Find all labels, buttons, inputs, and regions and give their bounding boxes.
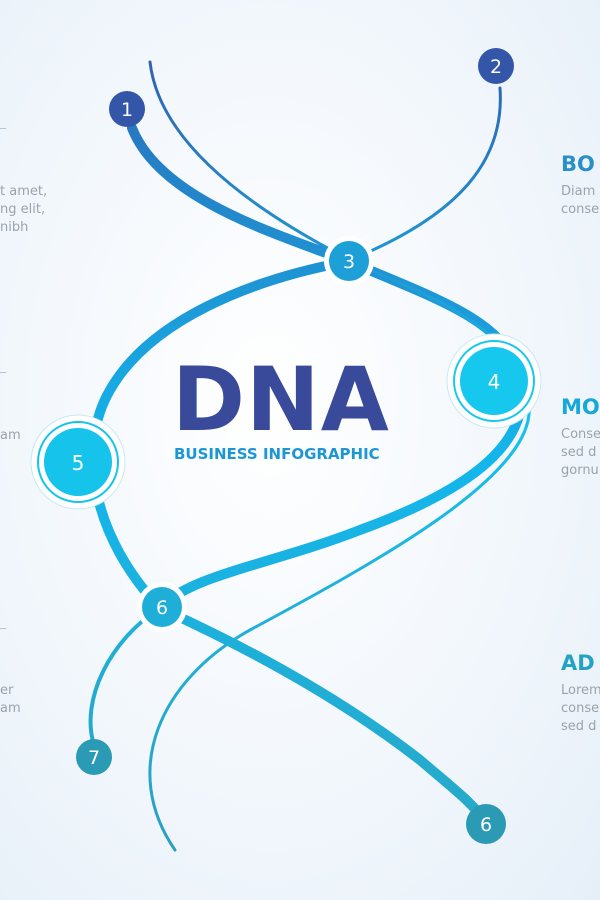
right-heading-3: AD	[561, 651, 595, 675]
strand-a	[127, 123, 528, 827]
left-text-2-line-1: am	[0, 428, 21, 443]
right-heading-2: MO	[561, 395, 600, 419]
strand-a-thin	[148, 60, 531, 852]
left-text-3-line-1: er	[0, 683, 14, 698]
svg-text:6: 6	[480, 814, 492, 836]
strand-b-thin	[348, 86, 502, 262]
strand-b	[87, 257, 350, 613]
right-heading-1: BO	[561, 152, 595, 176]
svg-text:4: 4	[488, 370, 501, 394]
node-1: 1	[109, 91, 145, 127]
svg-text:2: 2	[490, 56, 502, 78]
left-text-3-line-2: am	[0, 701, 21, 716]
left-divider-1	[0, 128, 6, 129]
right-text-2-line-3: gornu	[561, 463, 599, 478]
right-text-1-line-2: conse	[561, 202, 600, 217]
right-text-3-line-1: Lorem	[561, 683, 600, 698]
svg-text:6: 6	[156, 597, 168, 619]
node-6-bottom: 6	[466, 804, 506, 844]
right-text-2-line-2: sed d	[561, 445, 597, 460]
svg-text:3: 3	[343, 251, 355, 273]
node-5: 5	[30, 414, 126, 510]
node-4: 4	[446, 333, 542, 429]
right-text-3-line-2: conse	[561, 701, 600, 716]
right-text-2-line-1: Conse	[561, 427, 600, 442]
left-text-1-line-3: nibh	[0, 220, 29, 235]
svg-text:5: 5	[72, 451, 85, 475]
title: DNA	[172, 348, 390, 451]
left-divider-3	[0, 628, 6, 629]
left-divider-2	[0, 372, 6, 373]
subtitle: BUSINESS INFOGRAPHIC	[174, 445, 380, 463]
node-2: 2	[478, 48, 514, 84]
svg-text:7: 7	[88, 747, 100, 769]
right-text-1-line-1: Diam	[561, 184, 596, 199]
right-text-3-line-3: sed d	[561, 719, 597, 734]
node-3: 3	[324, 236, 374, 286]
left-text-1-line-2: ng elit,	[0, 202, 46, 217]
left-text-1-line-1: t amet,	[0, 184, 48, 199]
node-7: 7	[76, 739, 112, 775]
svg-text:1: 1	[121, 99, 133, 121]
node-6-center: 6	[137, 582, 187, 632]
